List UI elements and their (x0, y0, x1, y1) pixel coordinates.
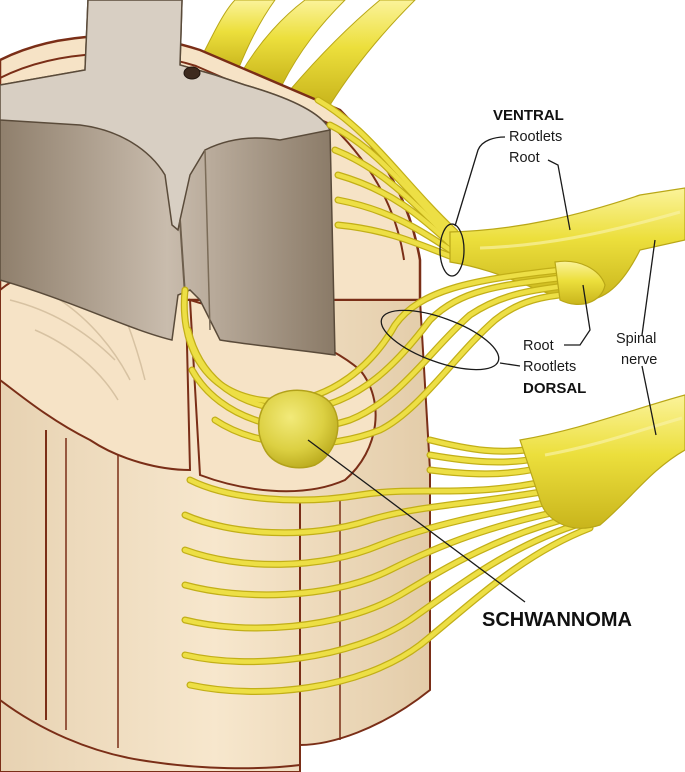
schwannoma-tumor (259, 390, 338, 467)
central-canal (184, 67, 200, 79)
label-ventral-rootlets: Rootlets (509, 129, 562, 145)
label-dorsal: DORSAL (523, 380, 586, 397)
label-spinal: Spinal (616, 331, 656, 347)
label-ventral: VENTRAL (493, 107, 564, 124)
label-schwannoma: SCHWANNOMA (482, 609, 632, 631)
label-ventral-root: Root (509, 150, 540, 166)
label-dorsal-root: Root (523, 338, 554, 354)
label-nerve: nerve (621, 352, 657, 368)
lower-spinal-nerve (520, 395, 685, 528)
label-dorsal-rootlets: Rootlets (523, 359, 576, 375)
